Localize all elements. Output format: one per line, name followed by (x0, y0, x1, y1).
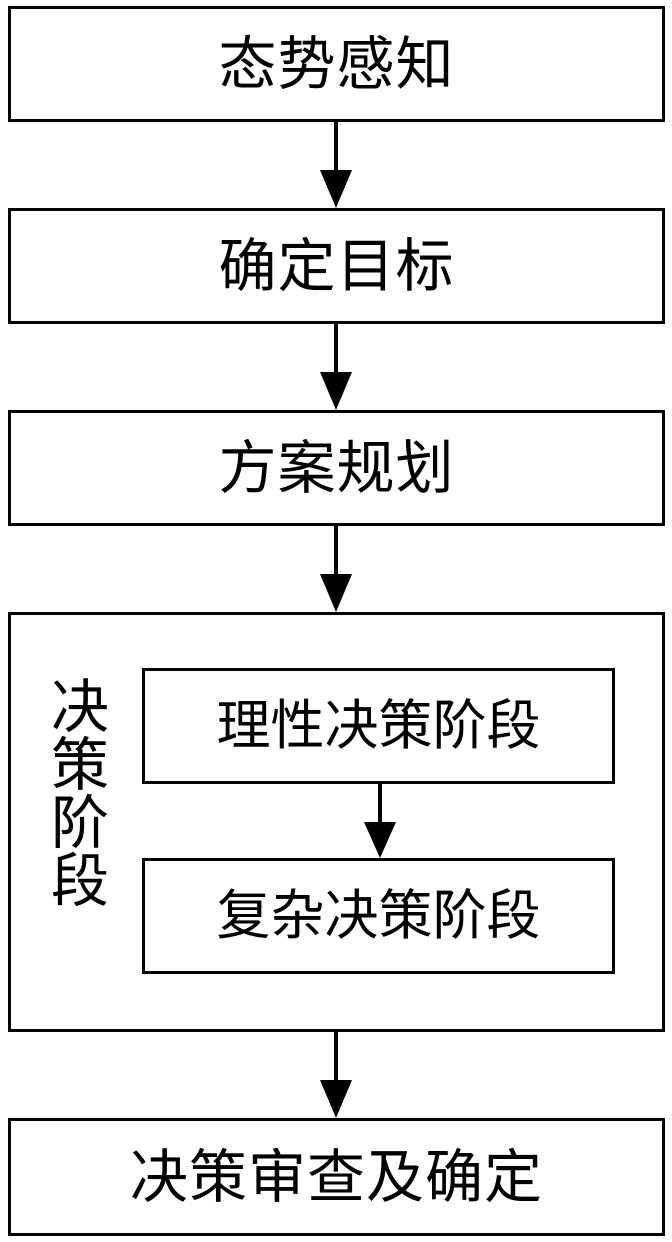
arrow-goal-to-plan (320, 324, 352, 410)
arrow-decision-to-review (320, 1032, 352, 1118)
step-situation-awareness-label: 态势感知 (218, 30, 455, 98)
step-plan-scheme: 方案规划 (8, 410, 665, 526)
step-determine-goal-label: 确定目标 (218, 232, 455, 300)
step-review-confirm-label: 决策审查及确定 (129, 1143, 543, 1211)
step-complex-decision-label: 复杂决策阶段 (216, 884, 541, 947)
arrow-plan-to-decision (320, 526, 352, 612)
step-situation-awareness: 态势感知 (8, 6, 665, 122)
arrow-awareness-to-goal (320, 122, 352, 208)
step-complex-decision: 复杂决策阶段 (142, 858, 615, 974)
step-rational-decision-label: 理性决策阶段 (216, 694, 541, 757)
decision-stage-label: 决策阶段 (41, 676, 109, 908)
step-determine-goal: 确定目标 (8, 208, 665, 324)
step-plan-scheme-label: 方案规划 (218, 434, 455, 502)
step-review-confirm: 决策审查及确定 (8, 1118, 665, 1236)
arrow-rational-to-complex (364, 784, 396, 858)
step-rational-decision: 理性决策阶段 (142, 668, 615, 784)
